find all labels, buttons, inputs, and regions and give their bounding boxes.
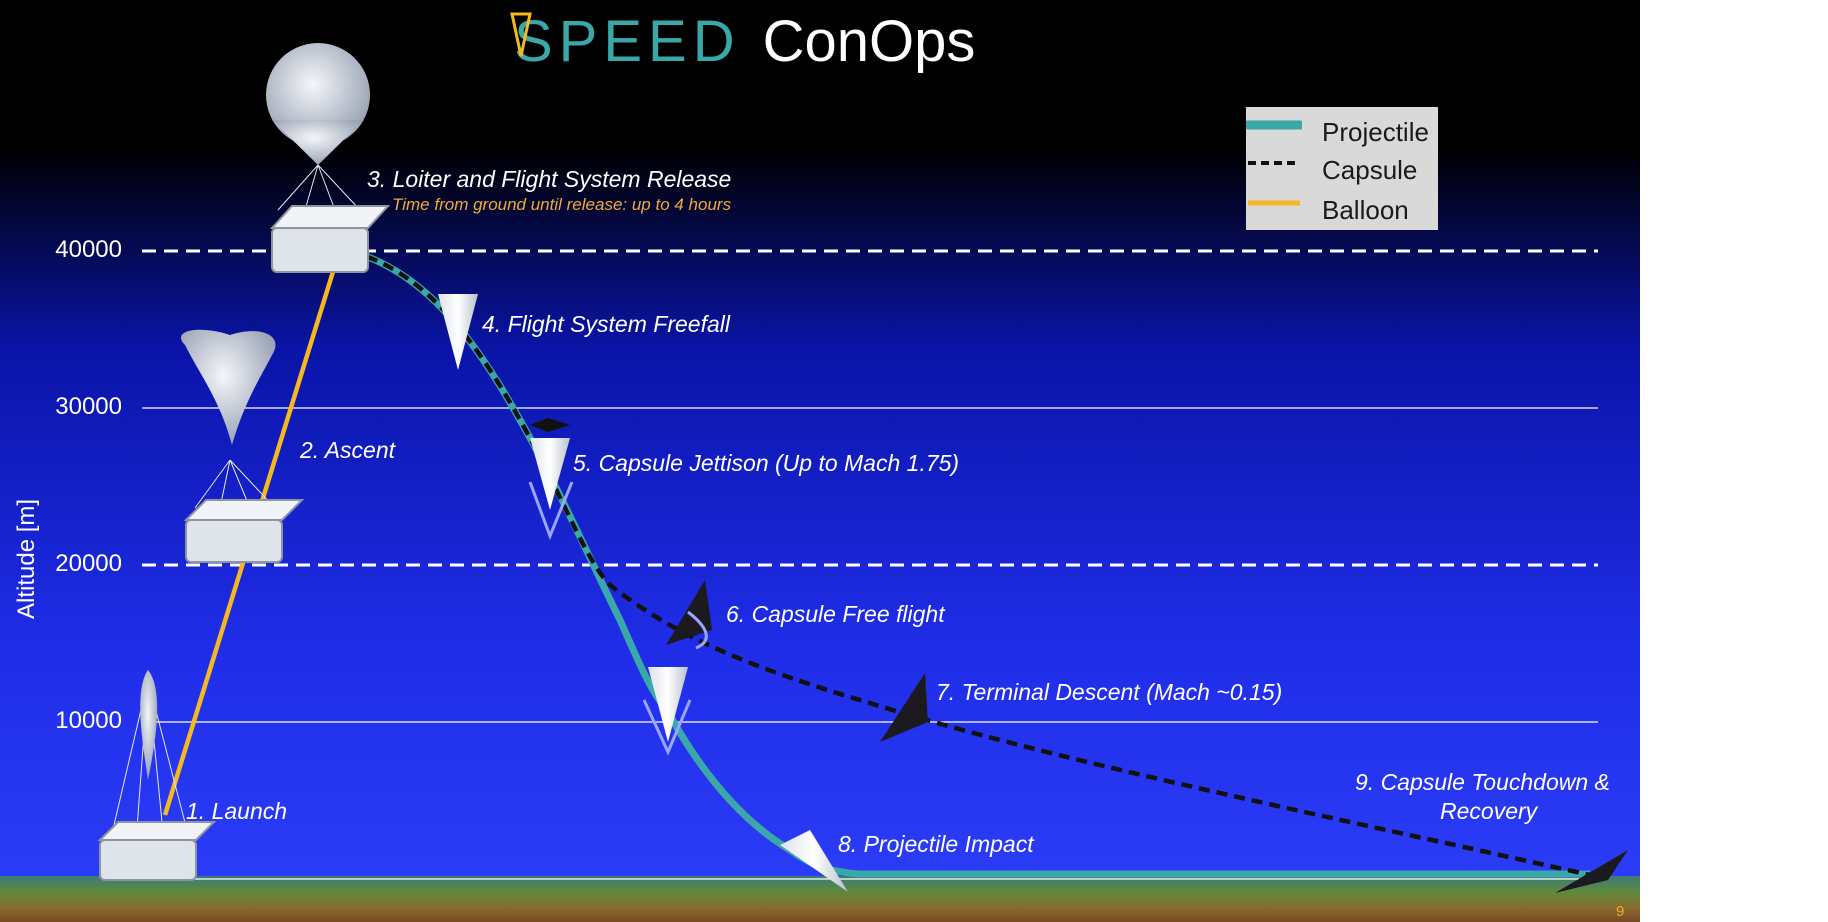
legend-balloon-swatch bbox=[1248, 200, 1300, 206]
projectile-jettison-icon bbox=[530, 438, 570, 510]
step-touchdown-label-2: Recovery bbox=[1440, 798, 1538, 824]
step-terminal-label: 7. Terminal Descent (Mach ~0.15) bbox=[936, 679, 1283, 705]
legend-projectile-swatch bbox=[1246, 120, 1302, 130]
slide-title: SPEED ConOps bbox=[508, 6, 975, 76]
step-impact-label: 8. Projectile Impact bbox=[838, 831, 1034, 857]
title-text: ConOps bbox=[762, 8, 976, 74]
step-launch-label: 1. Launch bbox=[186, 798, 288, 824]
legend: Projectile Capsule Balloon bbox=[1246, 107, 1438, 230]
legend-projectile-label: Projectile bbox=[1322, 117, 1429, 147]
gondola-ascent bbox=[181, 329, 305, 563]
axis-title: Altitude [m] bbox=[13, 498, 40, 619]
projectile-impact-icon bbox=[780, 830, 848, 892]
gondola-launch bbox=[97, 670, 217, 881]
legend-capsule: Capsule bbox=[1246, 151, 1438, 187]
step-loiter-label: 3. Loiter and Flight System Release bbox=[367, 166, 732, 192]
tick-40000: 40000 bbox=[55, 236, 122, 263]
legend-capsule-label: Capsule bbox=[1322, 155, 1418, 185]
step-loiter-note: Time from ground until release: up to 4 … bbox=[392, 195, 732, 214]
speed-logo-icon bbox=[510, 12, 532, 57]
tick-10000: 10000 bbox=[55, 707, 122, 734]
capsule-touchdown-icon bbox=[1555, 850, 1628, 893]
capsule-jettison-icon bbox=[530, 418, 570, 432]
step-free-flight-label: 6. Capsule Free flight bbox=[726, 601, 945, 627]
step-ascent-label: 2. Ascent bbox=[300, 437, 396, 463]
logo-text: SPEED bbox=[514, 8, 741, 74]
conops-slide: SPEED ConOps 40000 30000 20000 10000 Alt… bbox=[0, 0, 1640, 922]
legend-balloon-label: Balloon bbox=[1322, 195, 1409, 225]
step-freefall-label: 4. Flight System Freefall bbox=[482, 311, 730, 337]
capsule-terminal-icon bbox=[880, 673, 928, 742]
capsule-shock-icon bbox=[687, 610, 708, 650]
capsule-trajectory bbox=[349, 248, 1591, 878]
jettison-shock-icon bbox=[528, 481, 574, 541]
ground-strip bbox=[0, 876, 1640, 922]
legend-balloon: Balloon bbox=[1246, 191, 1438, 227]
gondola-loiter bbox=[266, 43, 391, 273]
legend-projectile: Projectile bbox=[1246, 113, 1438, 149]
ascent-balloon bbox=[181, 329, 276, 445]
projectile-descent-icon bbox=[648, 667, 688, 742]
tick-30000: 30000 bbox=[55, 393, 122, 420]
descent-shock-icon bbox=[642, 699, 692, 756]
tick-20000: 20000 bbox=[55, 550, 122, 577]
flight-system-freefall-icon bbox=[438, 294, 478, 370]
page-number: 9 bbox=[1616, 903, 1625, 920]
step-jettison-label: 5. Capsule Jettison (Up to Mach 1.75) bbox=[573, 450, 960, 476]
launch-balloon bbox=[140, 670, 158, 780]
step-touchdown-label: 9. Capsule Touchdown & bbox=[1355, 769, 1610, 795]
legend-capsule-swatch bbox=[1248, 161, 1300, 165]
